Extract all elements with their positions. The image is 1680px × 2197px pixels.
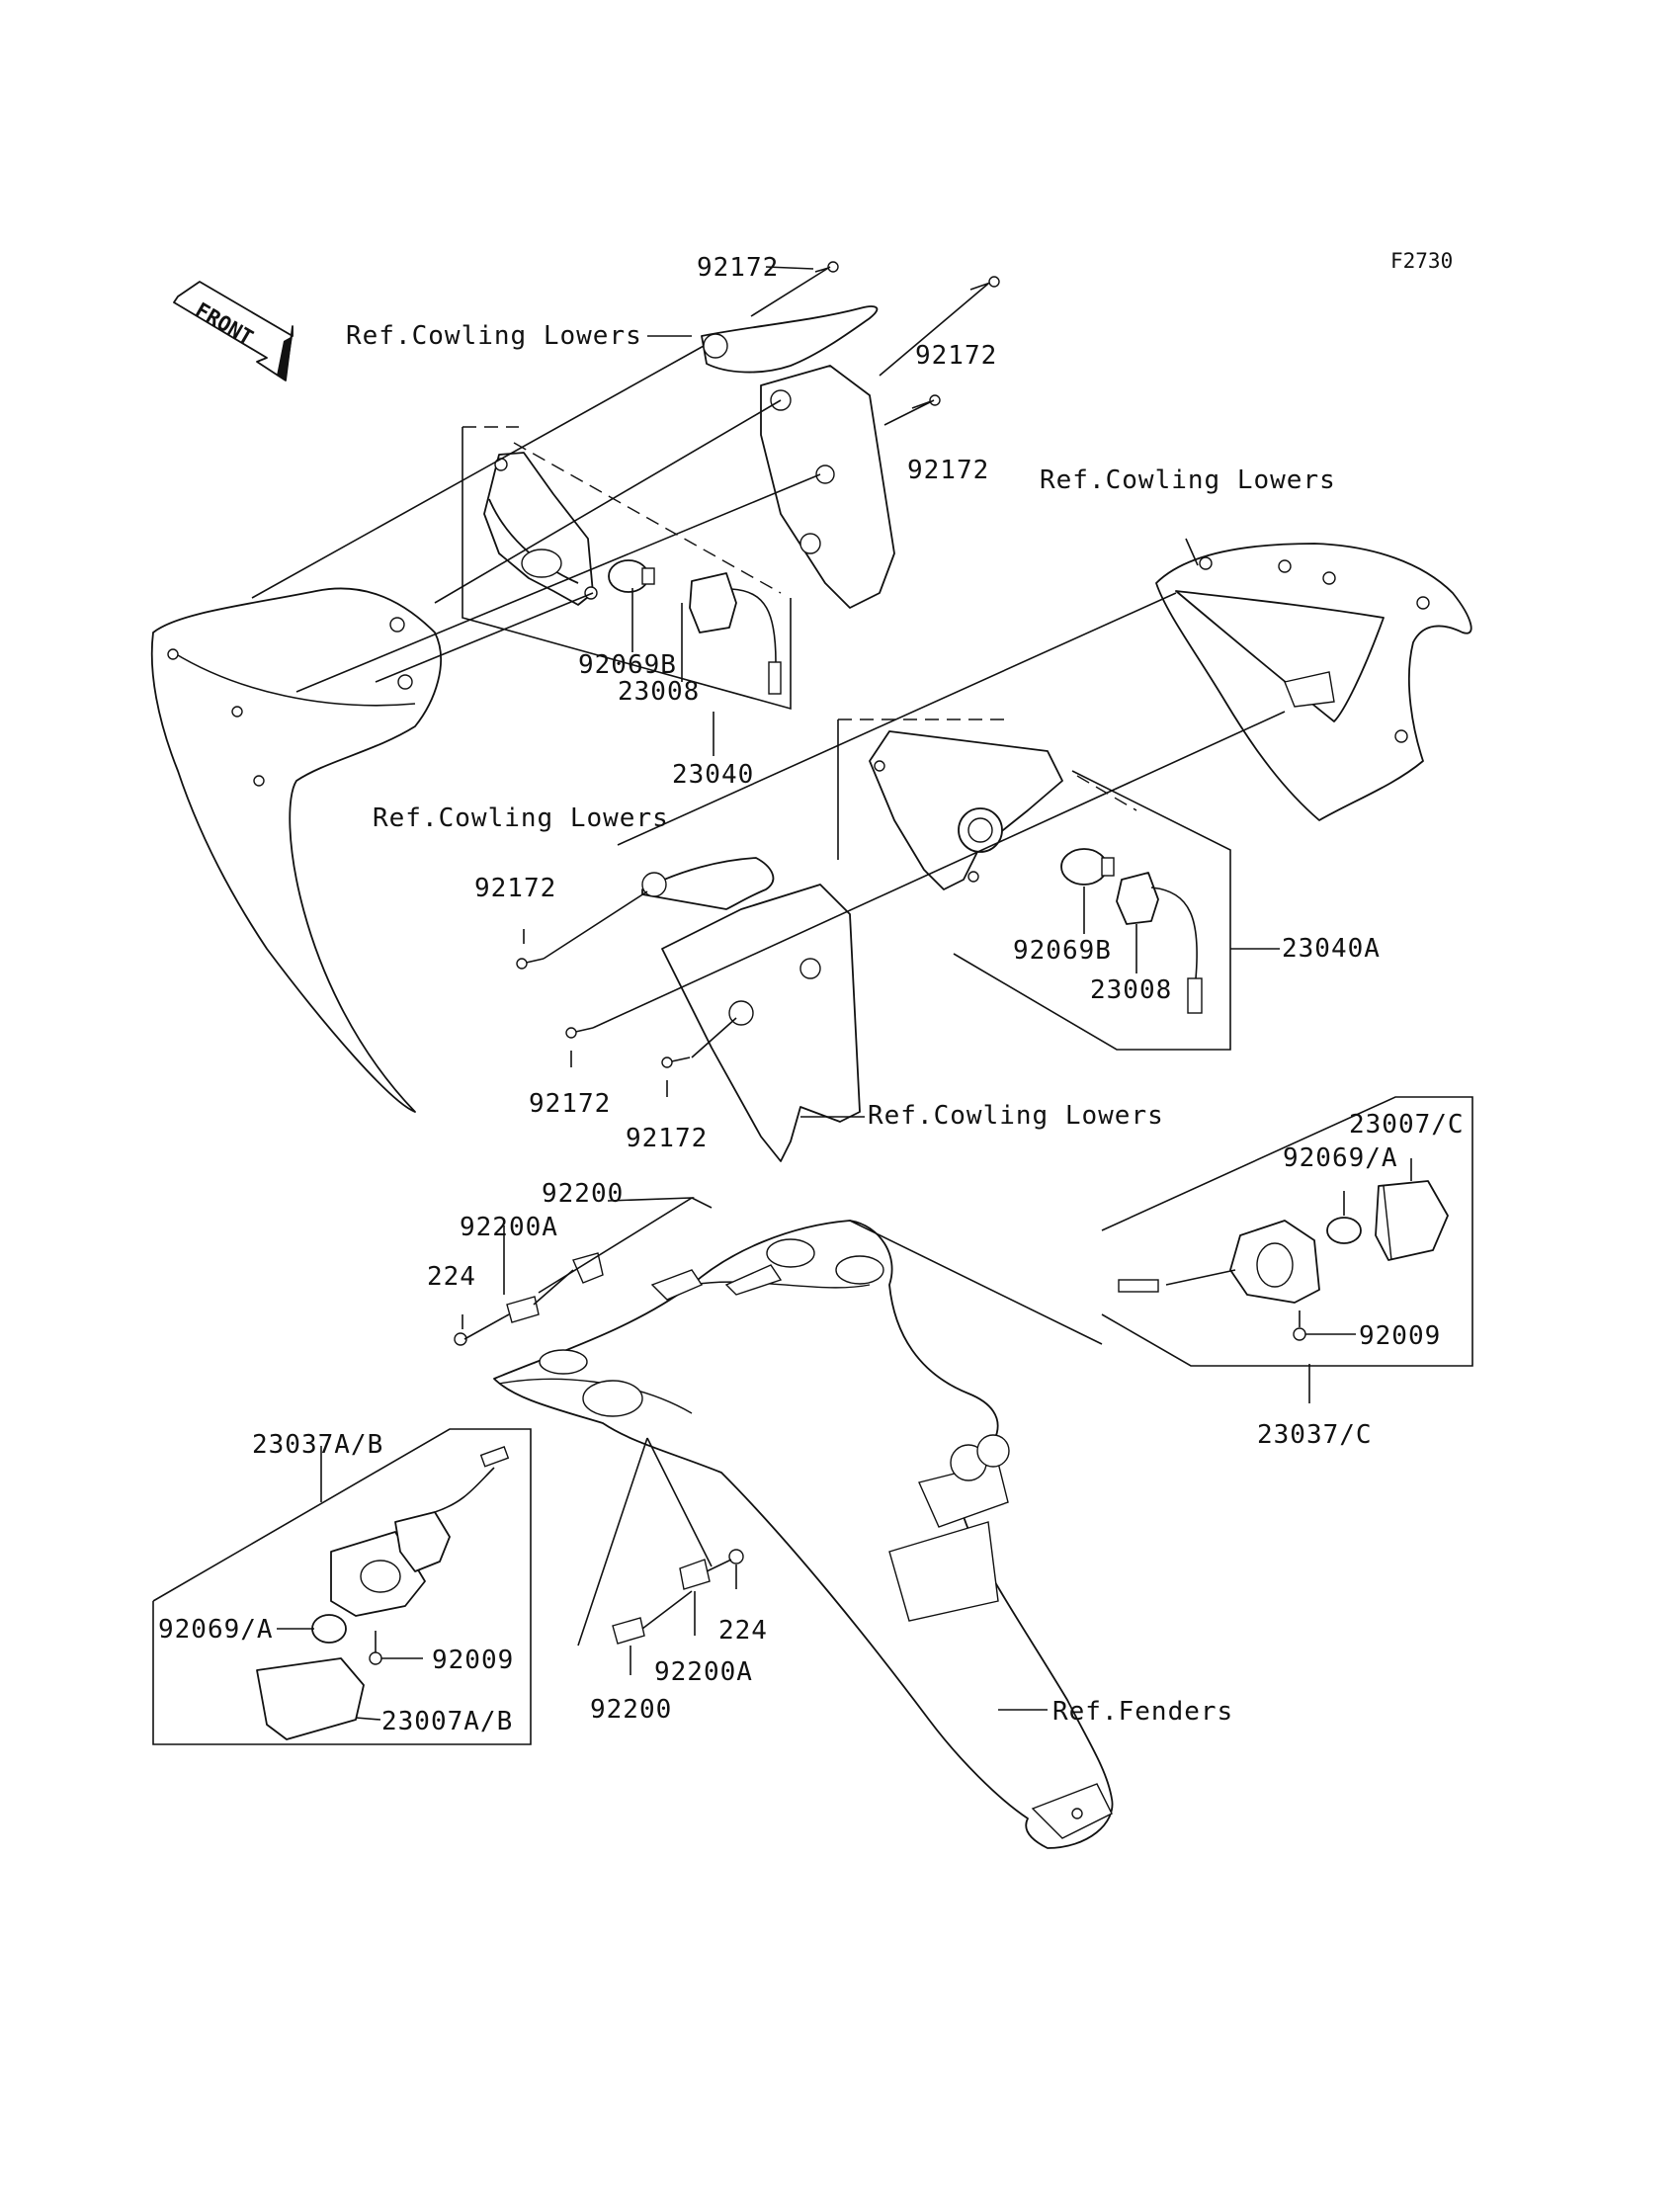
right-socket-icon bbox=[1116, 872, 1203, 1014]
clip-icon bbox=[454, 1252, 604, 1346]
label-23007AB: 23007A/B bbox=[381, 1707, 513, 1736]
label-92009-left: 92009 bbox=[432, 1646, 514, 1675]
right-cowling-panel bbox=[1155, 543, 1472, 821]
right-bracket bbox=[641, 857, 861, 1162]
label-92200A-bottom: 92200A bbox=[654, 1657, 753, 1687]
left-bulb-icon bbox=[311, 1614, 347, 1644]
label-23040A: 23040A bbox=[1282, 934, 1381, 964]
label-23008-left: 23008 bbox=[618, 677, 700, 707]
label-23037C: 23037/C bbox=[1257, 1420, 1373, 1450]
right-bulb-icon bbox=[1060, 848, 1115, 886]
screw-icon bbox=[369, 1631, 382, 1665]
label-92069A-right: 92069/A bbox=[1283, 1143, 1398, 1173]
label-224-bottom: 224 bbox=[718, 1616, 768, 1646]
left-lens-icon bbox=[256, 1657, 365, 1740]
label-92172-mid: 92172 bbox=[474, 874, 556, 903]
clip-icon bbox=[612, 1549, 744, 1645]
label-92069A-left: 92069/A bbox=[158, 1615, 274, 1645]
figure-code: F2730 bbox=[1390, 249, 1453, 273]
label-92172-low-1: 92172 bbox=[529, 1089, 611, 1119]
front-arrow-icon: FRONT bbox=[173, 281, 294, 381]
label-23008-right: 23008 bbox=[1090, 975, 1172, 1005]
label-224-top: 224 bbox=[427, 1262, 476, 1292]
label-92069B-right: 92069B bbox=[1013, 936, 1112, 966]
left-lamp-housing bbox=[483, 452, 598, 606]
label-ref-cowling-top: Ref.Cowling Lowers bbox=[346, 321, 642, 351]
screw-icon bbox=[1293, 1310, 1306, 1341]
upper-bracket bbox=[701, 305, 895, 609]
label-92200-top: 92200 bbox=[542, 1179, 624, 1209]
right-turn-signal-icon bbox=[1118, 1220, 1320, 1304]
label-92172-right-2: 92172 bbox=[907, 456, 989, 485]
right-lamp-housing bbox=[869, 730, 1063, 890]
label-92069B-left: 92069B bbox=[578, 650, 677, 680]
label-92172-top: 92172 bbox=[697, 253, 779, 283]
left-socket-icon bbox=[689, 572, 782, 695]
label-92200A-top: 92200A bbox=[460, 1213, 558, 1242]
left-cowling-panel bbox=[150, 587, 442, 1113]
left-bulb-icon bbox=[608, 559, 655, 593]
left-turn-signal-icon bbox=[330, 1446, 510, 1617]
label-ref-cowling-right: Ref.Cowling Lowers bbox=[1040, 465, 1336, 495]
label-92172-low-2: 92172 bbox=[626, 1124, 708, 1153]
label-92200-bottom: 92200 bbox=[590, 1695, 672, 1725]
label-ref-cowling-bottom: Ref.Cowling Lowers bbox=[868, 1101, 1164, 1131]
right-bulb-icon bbox=[1326, 1217, 1362, 1244]
label-ref-fenders: Ref.Fenders bbox=[1052, 1697, 1233, 1727]
label-23007C: 23007/C bbox=[1349, 1110, 1465, 1140]
label-92172-right-1: 92172 bbox=[915, 341, 997, 371]
rear-fender bbox=[493, 1220, 1114, 1849]
label-92009-right: 92009 bbox=[1359, 1321, 1441, 1351]
right-lens-icon bbox=[1375, 1180, 1449, 1261]
label-23037AB: 23037A/B bbox=[252, 1430, 383, 1460]
screw-icon bbox=[516, 958, 691, 1068]
label-ref-cowling-left: Ref.Cowling Lowers bbox=[373, 803, 669, 833]
label-23040: 23040 bbox=[672, 760, 754, 790]
